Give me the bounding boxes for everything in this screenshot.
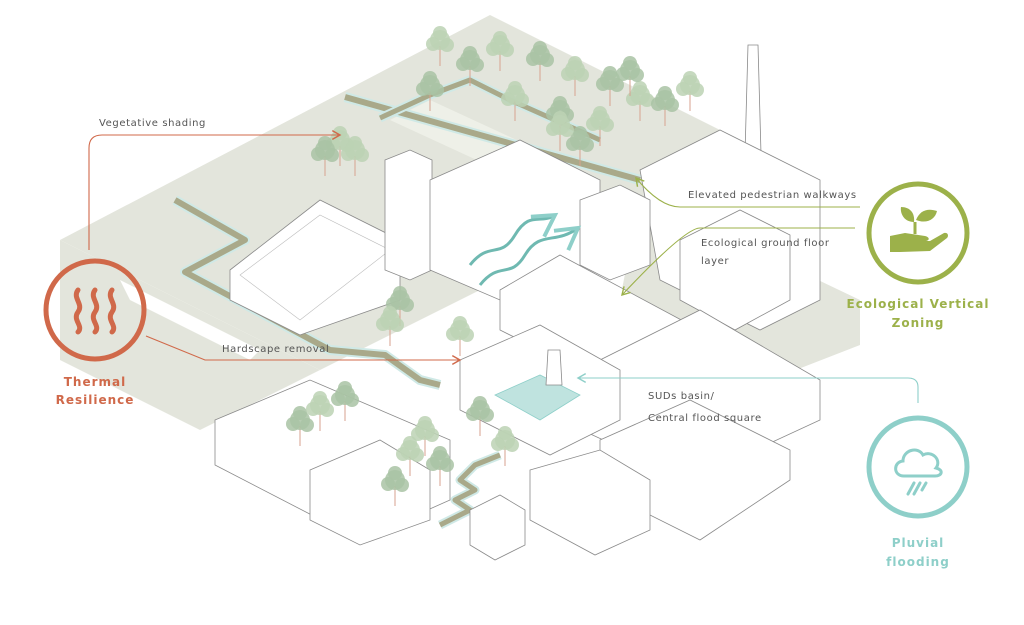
tree-icon [586,106,614,146]
thermal-resilience-badge: Thermal Resilience [43,258,147,407]
annotation-lines [88,129,919,403]
label-suds-2: Central flood square [648,413,762,424]
tree-icon [566,126,594,166]
ecological-title-2: Zoning [892,316,945,330]
label-vegetative-shading: Vegetative shading [99,118,206,129]
plant-in-hand-icon [890,207,948,252]
tree-icon [311,136,339,176]
thermal-title-2: Resilience [56,393,135,407]
tree-icon [526,41,554,81]
tree-icon [456,46,484,86]
pluvial-title-2: flooding [886,555,950,569]
tree-icon [676,71,704,111]
tree-icon [546,111,574,151]
tree-icon [626,81,654,121]
tree-icon [396,436,424,476]
tree-icon [616,56,644,96]
tree-icon [426,446,454,486]
pluvial-flooding-badge: Pluvial flooding [866,415,970,569]
rain-cloud-icon [894,448,943,496]
tree-icon [596,66,624,106]
tree-icon [376,306,404,346]
tree-icon [331,381,359,421]
tree-icon [381,466,409,506]
tree-icon [416,71,444,111]
tree-icon [491,426,519,466]
tree-icon [486,31,514,71]
label-suds-1: SUDs basin/ [648,391,715,402]
ecological-title-1: Ecological Vertical [847,297,990,311]
tree-icon [501,81,529,121]
tree-icon [561,56,589,96]
airflow-arrows [468,212,582,286]
tree-icon [286,406,314,446]
ecological-zoning-badge: Ecological Vertical Zoning [847,181,990,330]
tree-icon [446,316,474,356]
label-hardscape-removal: Hardscape removal [222,344,329,355]
buildings [214,44,821,561]
thermal-title-1: Thermal [64,375,127,389]
tree-icon [651,86,679,126]
pluvial-title-1: Pluvial [892,536,945,550]
tree-icon [426,26,454,66]
label-elevated-walkways: Elevated pedestrian walkways [688,190,857,201]
tree-icon [306,391,334,431]
tree-icon [386,286,414,326]
label-ground-floor-2: layer [701,256,729,267]
tree-icon [341,136,369,176]
trees [286,26,704,506]
tree-icon [466,396,494,436]
tree-icon [411,416,439,456]
label-ground-floor-1: Ecological ground floor [701,238,830,249]
heat-waves-icon [73,287,117,335]
